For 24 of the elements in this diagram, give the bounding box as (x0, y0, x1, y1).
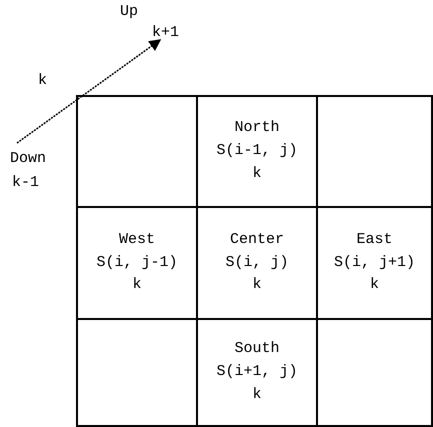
cell-heading: North (234, 119, 280, 138)
cell-text: S(i, j+1) (334, 254, 415, 272)
cell-heading: West (118, 230, 155, 250)
cell-text: k (370, 276, 379, 296)
axis-label: Down (10, 150, 46, 169)
grid-cell (316, 318, 433, 427)
grid-cell (316, 95, 433, 208)
cell-text: k (252, 164, 262, 184)
grid-cell (76, 95, 198, 208)
cell-text: k (252, 276, 262, 296)
grid-cell (76, 318, 198, 427)
cell-text: S(i, j) (225, 254, 288, 272)
cell-text: S(i+1, j) (216, 363, 298, 382)
cell-heading: Center (230, 230, 284, 250)
axis-label: k-1 (12, 174, 40, 193)
cell-text: S(i-1, j) (216, 142, 298, 161)
axis-label: k+1 (152, 24, 180, 43)
cell-text: k (132, 276, 142, 296)
cell-text: S(i, j-1) (96, 254, 178, 272)
axis-label: k (38, 72, 48, 91)
cell-heading: South (234, 340, 280, 360)
axis-label: Up (120, 3, 138, 22)
cell-text: k (252, 386, 262, 405)
cell-heading: East (356, 230, 392, 250)
